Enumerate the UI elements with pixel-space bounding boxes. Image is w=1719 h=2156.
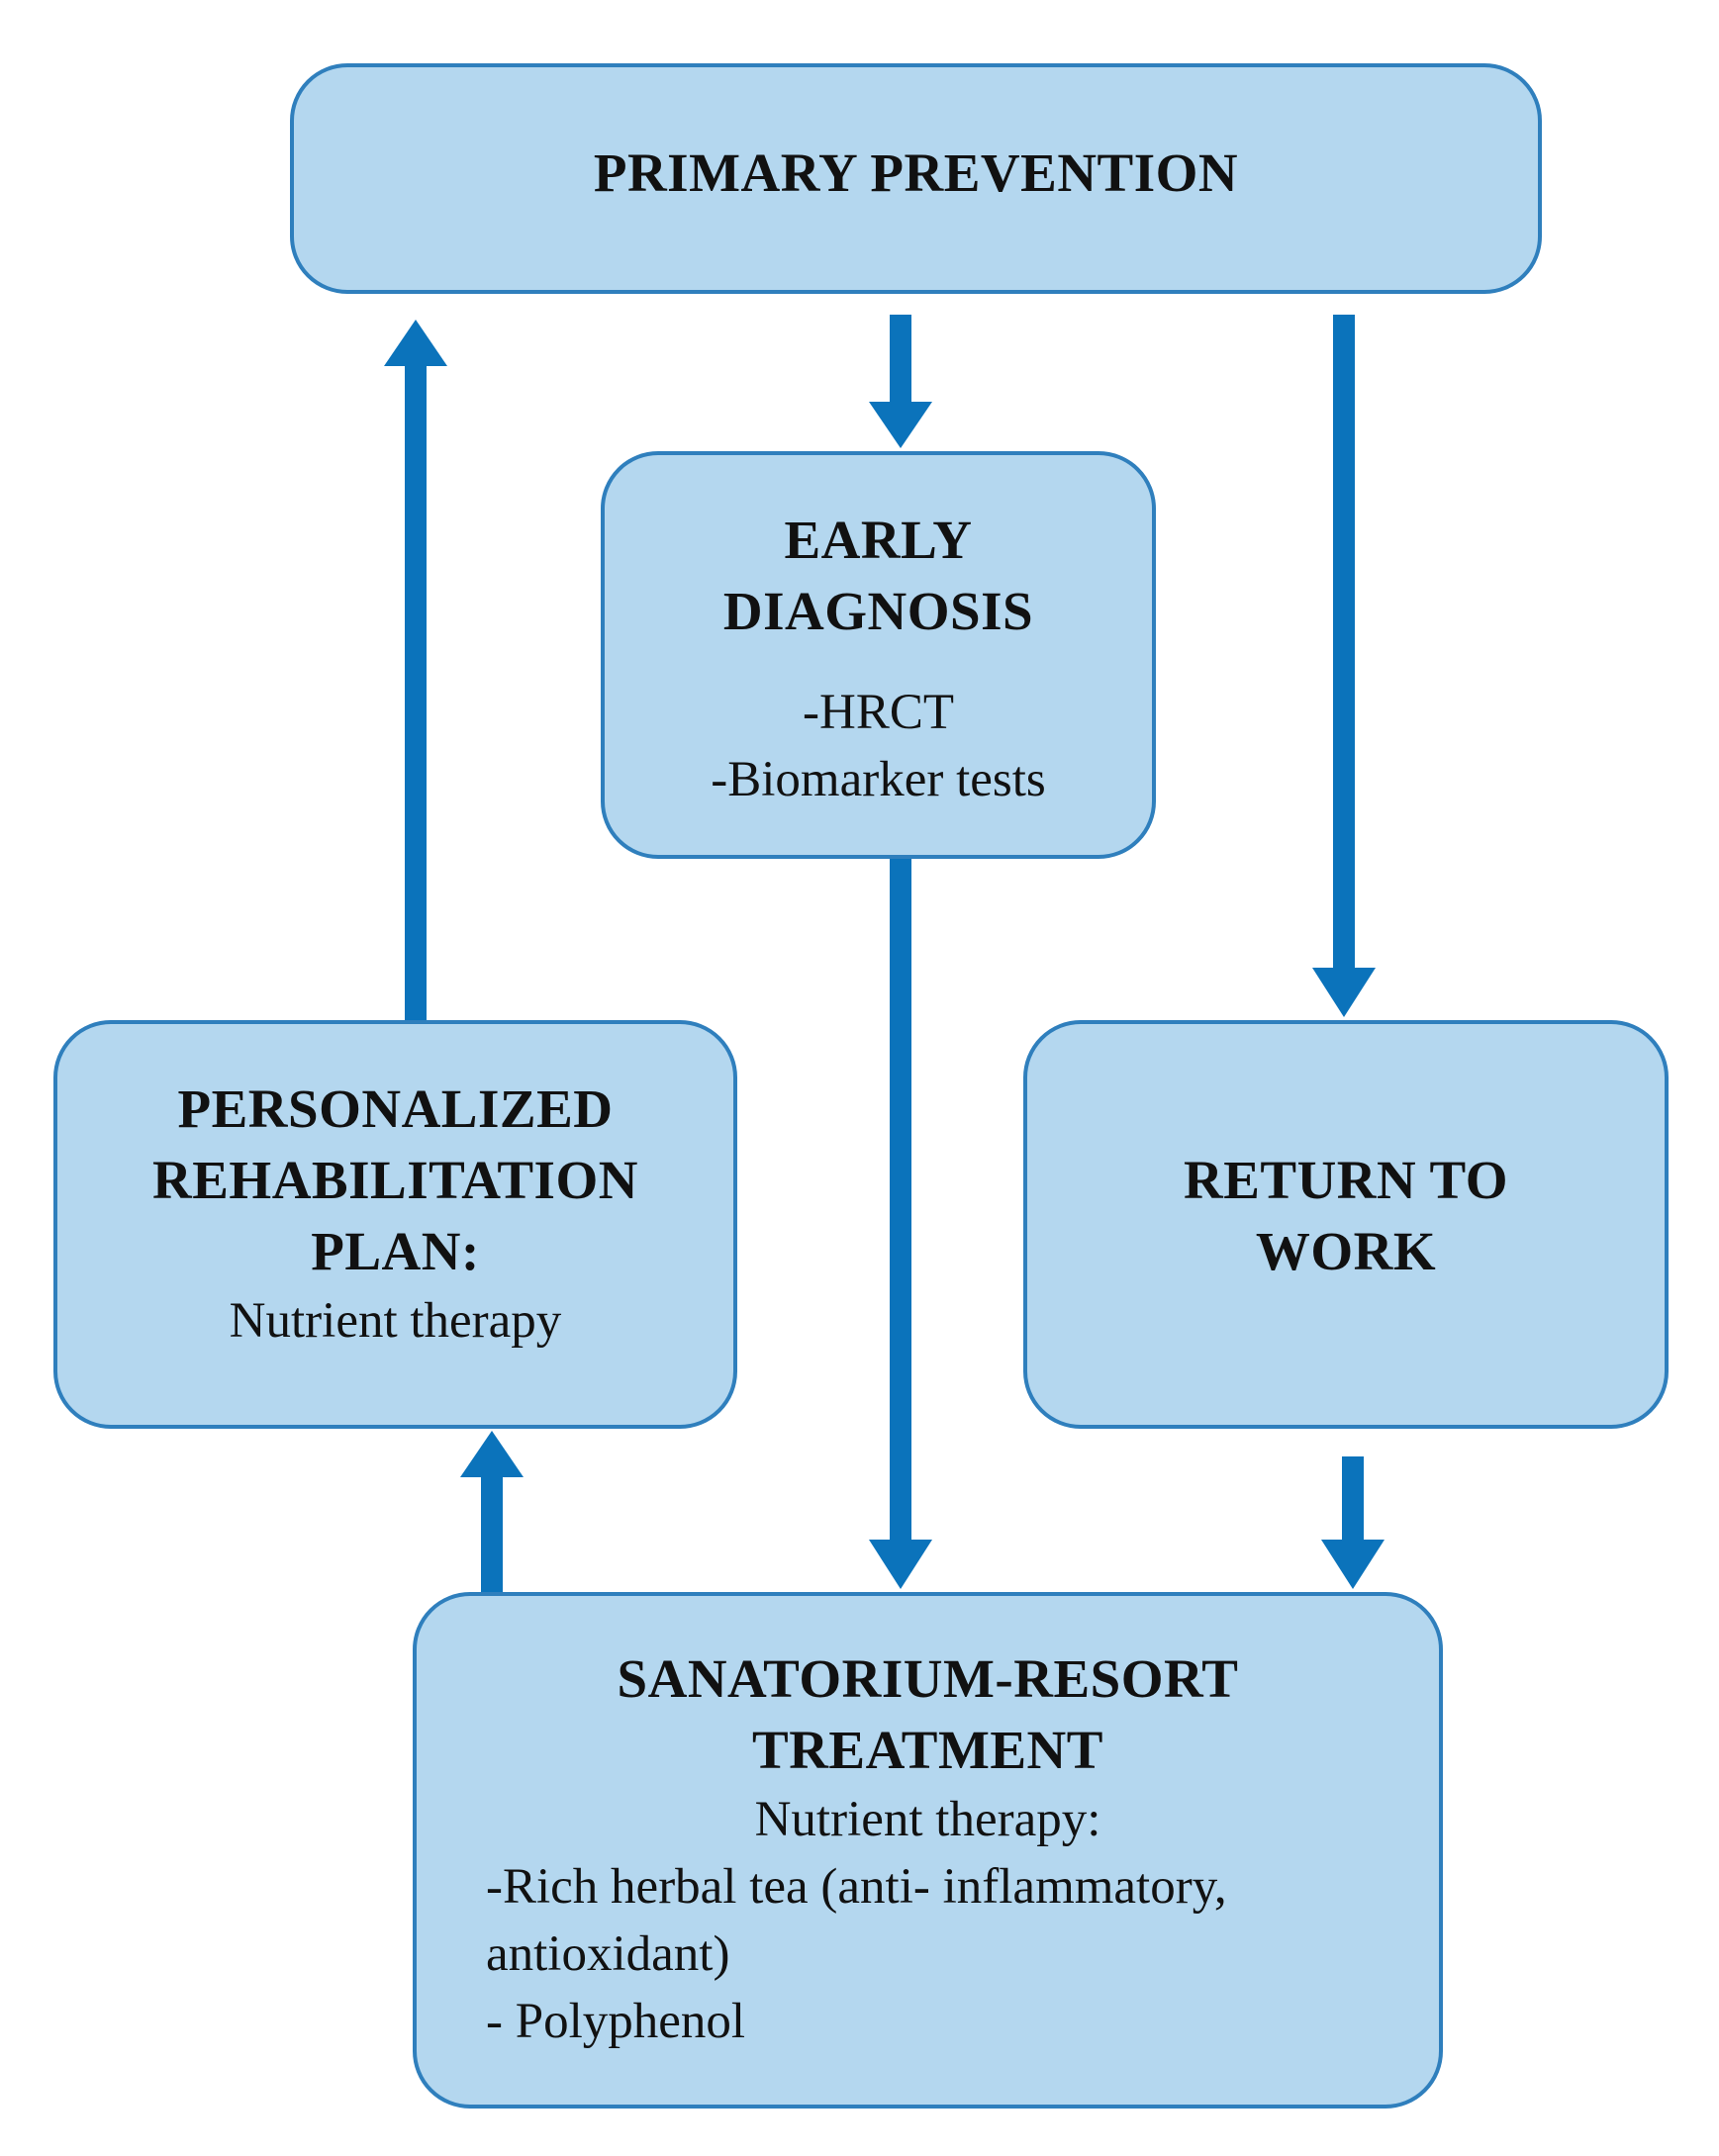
sanatorium-resort-item: antioxidant) bbox=[486, 1926, 730, 1982]
personalized-rehabilitation-title-line: PLAN: bbox=[311, 1221, 480, 1281]
arrow-primary-prevention-to-return-to-work bbox=[1312, 315, 1376, 1017]
return-to-work-title-line: WORK bbox=[1255, 1220, 1437, 1281]
sanatorium-resort-list: -Rich herbal tea (anti- inflammatory, an… bbox=[417, 1853, 1227, 2055]
early-diagnosis-title: EARLY DIAGNOSIS bbox=[723, 505, 1033, 647]
early-diagnosis-box: EARLY DIAGNOSIS -HRCT -Biomarker tests bbox=[601, 451, 1156, 859]
early-diagnosis-title-line: EARLY bbox=[784, 510, 973, 570]
sanatorium-resort-title: SANATORIUM-RESORT TREATMENT bbox=[618, 1643, 1239, 1786]
early-diagnosis-item: -HRCT bbox=[803, 685, 954, 740]
early-diagnosis-list: -HRCT -Biomarker tests bbox=[711, 679, 1046, 813]
arrow-return-to-work-to-sanatorium bbox=[1321, 1456, 1385, 1589]
return-to-work-title-line: RETURN TO bbox=[1184, 1149, 1508, 1210]
sanatorium-resort-item: - Polyphenol bbox=[486, 1994, 746, 2049]
primary-prevention-box: PRIMARY PREVENTION bbox=[290, 63, 1542, 294]
sanatorium-resort-box: SANATORIUM-RESORT TREATMENT Nutrient the… bbox=[413, 1592, 1443, 2109]
arrow-primary-prevention-to-early-diagnosis bbox=[869, 315, 932, 448]
arrow-sanatorium-to-rehabilitation bbox=[460, 1431, 524, 1593]
return-to-work-box: RETURN TO WORK bbox=[1023, 1020, 1669, 1429]
personalized-rehabilitation-box: PERSONALIZED REHABILITATION PLAN: Nutrie… bbox=[53, 1020, 737, 1429]
arrow-rehabilitation-to-primary-prevention bbox=[384, 320, 447, 1020]
personalized-rehabilitation-title: PERSONALIZED REHABILITATION PLAN: bbox=[152, 1074, 638, 1287]
return-to-work-title: RETURN TO WORK bbox=[1184, 1145, 1508, 1287]
personalized-rehabilitation-title-line: PERSONALIZED bbox=[177, 1078, 614, 1139]
primary-prevention-title-line: PRIMARY PREVENTION bbox=[593, 141, 1239, 203]
personalized-rehabilitation-title-line: REHABILITATION bbox=[152, 1150, 638, 1210]
sanatorium-resort-title-line: TREATMENT bbox=[752, 1720, 1103, 1780]
early-diagnosis-item: -Biomarker tests bbox=[711, 752, 1046, 807]
early-diagnosis-title-line: DIAGNOSIS bbox=[722, 581, 1034, 641]
primary-prevention-title: PRIMARY PREVENTION bbox=[594, 138, 1238, 209]
personalized-rehabilitation-list: Nutrient therapy bbox=[230, 1287, 562, 1355]
personalized-rehabilitation-item: Nutrient therapy bbox=[229, 1293, 562, 1349]
sanatorium-resort-title-line: SANATORIUM-RESORT bbox=[617, 1648, 1239, 1709]
sanatorium-resort-subtitle: Nutrient therapy: bbox=[755, 1786, 1101, 1853]
sanatorium-resort-item: -Rich herbal tea (anti- inflammatory, bbox=[486, 1859, 1227, 1915]
sanatorium-resort-subtitle-text: Nutrient therapy: bbox=[754, 1792, 1101, 1847]
arrow-early-diagnosis-to-sanatorium bbox=[869, 859, 932, 1589]
